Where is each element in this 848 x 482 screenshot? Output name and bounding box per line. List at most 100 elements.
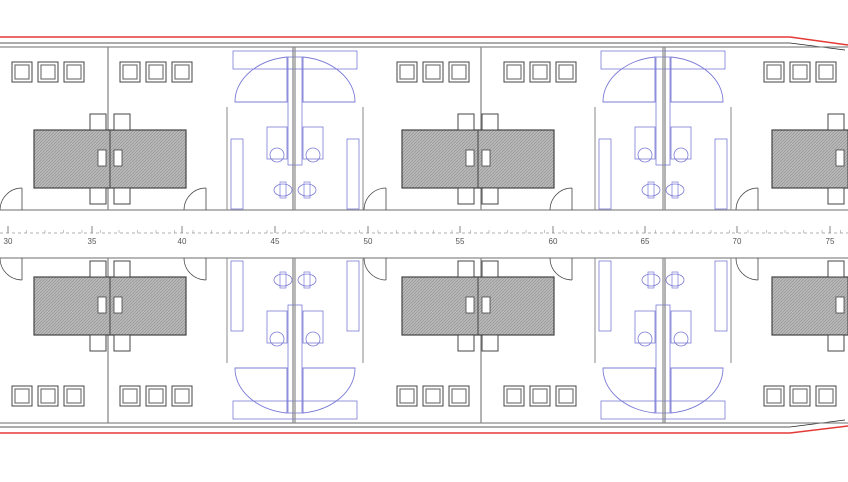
- locker: [448, 61, 470, 83]
- shower-right: [670, 56, 724, 103]
- locker: [171, 385, 193, 407]
- bathroom: [594, 47, 732, 210]
- locker: [396, 385, 418, 407]
- pillow: [835, 296, 845, 314]
- toilet-tank: [303, 181, 311, 199]
- pillow: [97, 149, 107, 167]
- nightstand: [481, 113, 499, 131]
- frame-label: 50: [364, 237, 373, 246]
- locker-inner: [818, 388, 834, 404]
- hull-outline-outer: [0, 36, 848, 434]
- nightstand: [113, 260, 131, 278]
- door: [363, 187, 387, 211]
- bathrooms-layer: [226, 47, 732, 423]
- bed: [771, 129, 848, 189]
- locker: [422, 385, 444, 407]
- bed-pair: [401, 260, 555, 352]
- locker: [503, 61, 525, 83]
- locker-inner: [148, 388, 164, 404]
- shower-left: [602, 56, 656, 103]
- cabin: [396, 61, 470, 83]
- locker-inner: [532, 388, 548, 404]
- locker-inner: [425, 64, 441, 80]
- shower-left: [602, 367, 656, 414]
- basin-counter: [266, 310, 288, 344]
- shower-left: [234, 56, 288, 103]
- wardrobe: [598, 260, 612, 332]
- washbasin: [637, 147, 653, 163]
- locker-inner: [558, 388, 574, 404]
- door: [735, 257, 759, 281]
- nightstand: [481, 187, 499, 205]
- door-swing: [363, 187, 387, 211]
- toilet: [273, 183, 293, 197]
- frame-label: 40: [178, 237, 187, 246]
- wardrobe: [714, 138, 728, 210]
- nightstand: [89, 187, 107, 205]
- nightstand: [457, 187, 475, 205]
- shower-left: [234, 367, 288, 414]
- locker: [763, 385, 785, 407]
- locker-inner: [818, 64, 834, 80]
- hull-outline-inner: [0, 42, 846, 428]
- locker: [37, 61, 59, 83]
- nightstand: [481, 260, 499, 278]
- locker: [763, 61, 785, 83]
- frame-label: 55: [456, 237, 465, 246]
- locker-inner: [792, 64, 808, 80]
- locker-inner: [174, 388, 190, 404]
- locker-inner: [451, 388, 467, 404]
- locker: [529, 61, 551, 83]
- nightstand: [827, 334, 845, 352]
- door: [363, 257, 387, 281]
- door: [0, 187, 23, 211]
- nightstand: [481, 334, 499, 352]
- door-swing: [549, 187, 573, 211]
- door-swing: [0, 187, 23, 211]
- wardrobe: [346, 260, 360, 332]
- cabin: [763, 61, 837, 83]
- locker-inner: [148, 64, 164, 80]
- nightstand: [827, 187, 845, 205]
- cabin: [119, 61, 193, 83]
- locker-inner: [792, 388, 808, 404]
- bed: [771, 276, 848, 336]
- locker: [555, 61, 577, 83]
- door: [549, 187, 573, 211]
- frame-label: 30: [4, 237, 13, 246]
- locker: [145, 385, 167, 407]
- shower-right: [670, 367, 724, 414]
- frame-label: 45: [271, 237, 280, 246]
- locker-inner: [66, 64, 82, 80]
- frame-label: 70: [733, 237, 742, 246]
- bed-pair: [33, 113, 187, 205]
- door-swing: [183, 187, 207, 211]
- bed-pair: [401, 113, 555, 205]
- locker: [145, 61, 167, 83]
- nightstand: [89, 113, 107, 131]
- nightstand: [113, 113, 131, 131]
- basin-counter: [670, 310, 692, 344]
- door: [735, 187, 759, 211]
- wardrobe: [230, 260, 244, 332]
- locker: [119, 385, 141, 407]
- shower-right: [302, 56, 356, 103]
- door-swing: [735, 257, 759, 281]
- bathroom: [594, 258, 732, 423]
- nightstand: [827, 260, 845, 278]
- pillow: [481, 149, 491, 167]
- pillow: [835, 149, 845, 167]
- locker-inner: [174, 64, 190, 80]
- basin-counter: [634, 310, 656, 344]
- locker-inner: [451, 64, 467, 80]
- locker: [11, 61, 33, 83]
- pillow: [465, 296, 475, 314]
- locker-inner: [506, 388, 522, 404]
- cabin: [11, 385, 85, 407]
- toilet: [641, 183, 661, 197]
- pillow: [113, 149, 123, 167]
- toilet: [297, 273, 317, 287]
- toilet-tank: [647, 271, 655, 289]
- toilet: [665, 183, 685, 197]
